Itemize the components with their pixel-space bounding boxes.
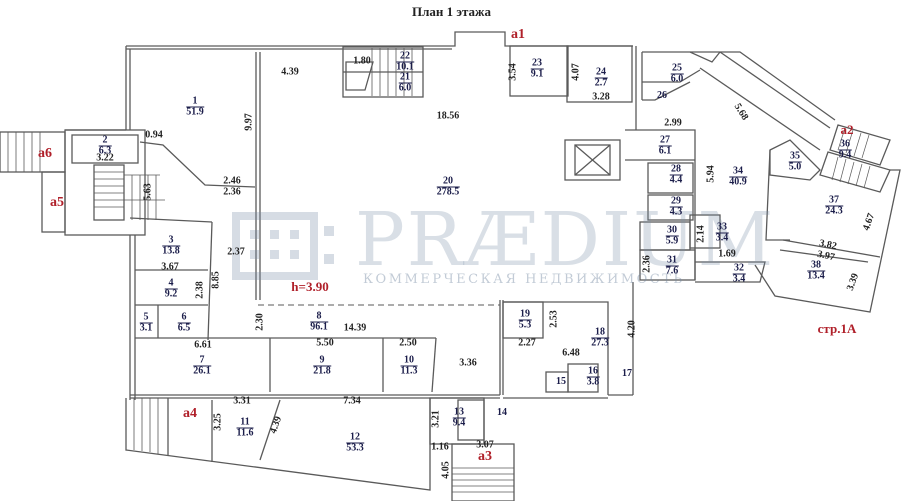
dimension-label: 3.67: [161, 261, 179, 273]
dimension-label: 4.39: [281, 66, 299, 78]
dimension-label: 3.21: [430, 410, 442, 428]
plan-title: План 1 этажа: [412, 4, 491, 19]
dimension-label: 1.80: [353, 55, 371, 67]
dimension-label: 3.36: [459, 357, 477, 369]
dimension-label: 3.54: [507, 63, 519, 81]
watermark-brand: PRÆDIUM: [355, 197, 776, 283]
dimension-label: 6.48: [562, 347, 580, 359]
dimension-label: 9.97: [243, 113, 255, 131]
dimension-label: 2.27: [518, 337, 536, 349]
room-14: 14: [497, 407, 507, 418]
entrance-a1: а1: [511, 27, 525, 42]
dimension-label: 5.50: [316, 337, 334, 349]
dimension-label: 3.22: [96, 152, 114, 164]
entrance-a6: а6: [38, 146, 52, 161]
dimension-label: 5.94: [705, 165, 717, 183]
entrance-a2: а2: [840, 122, 854, 137]
dimension-label: 2.99: [664, 117, 682, 129]
dimension-label: 4.20: [626, 320, 638, 338]
dimension-label: 1.16: [431, 441, 449, 453]
dimension-label: 0.94: [145, 129, 163, 141]
dimension-label: 4.07: [570, 63, 582, 81]
dimension-label: 2.30: [254, 313, 266, 331]
dimension-label: 18.56: [436, 110, 460, 122]
dimension-label: 5.63: [142, 183, 154, 201]
dimension-label: 1.69: [718, 248, 736, 260]
dimension-label: 3.31: [233, 395, 251, 407]
entrance-a5: а5: [50, 195, 64, 210]
dimension-label: 2.14: [695, 225, 707, 243]
watermark-logo-icon: [232, 212, 334, 280]
dimension-label: 2.36: [223, 186, 241, 198]
room-15: 15: [556, 376, 566, 387]
building-label: стр.1А: [817, 321, 857, 336]
entrance-a3: а3: [478, 449, 492, 464]
dimension-label: 2.46: [223, 175, 241, 187]
watermark-tagline: КОММЕРЧЕСКАЯ НЕДВИЖИМОСТЬ: [363, 272, 685, 287]
dimension-label: 7.34: [343, 395, 361, 407]
dimension-label: 4.05: [440, 461, 452, 479]
dimension-label: 2.38: [194, 281, 206, 299]
dimension-label: 2.53: [548, 310, 560, 328]
ceiling-height-label: h=3.90: [291, 279, 329, 294]
dimension-label: 3.28: [592, 91, 610, 103]
room-17: 17: [622, 368, 632, 379]
dimension-label: 14.39: [343, 322, 367, 334]
dimension-label: 2.36: [641, 255, 653, 273]
dimension-label: 6.61: [194, 339, 212, 351]
dimension-label: 2.50: [399, 337, 417, 349]
dimension-label: 2.37: [227, 246, 245, 258]
entrance-a4: а4: [183, 406, 197, 421]
dimension-label: 8.85: [210, 271, 222, 289]
room-26: 26: [657, 90, 667, 101]
dimension-label: 3.07: [476, 439, 494, 451]
dimension-label: 3.25: [212, 413, 224, 431]
